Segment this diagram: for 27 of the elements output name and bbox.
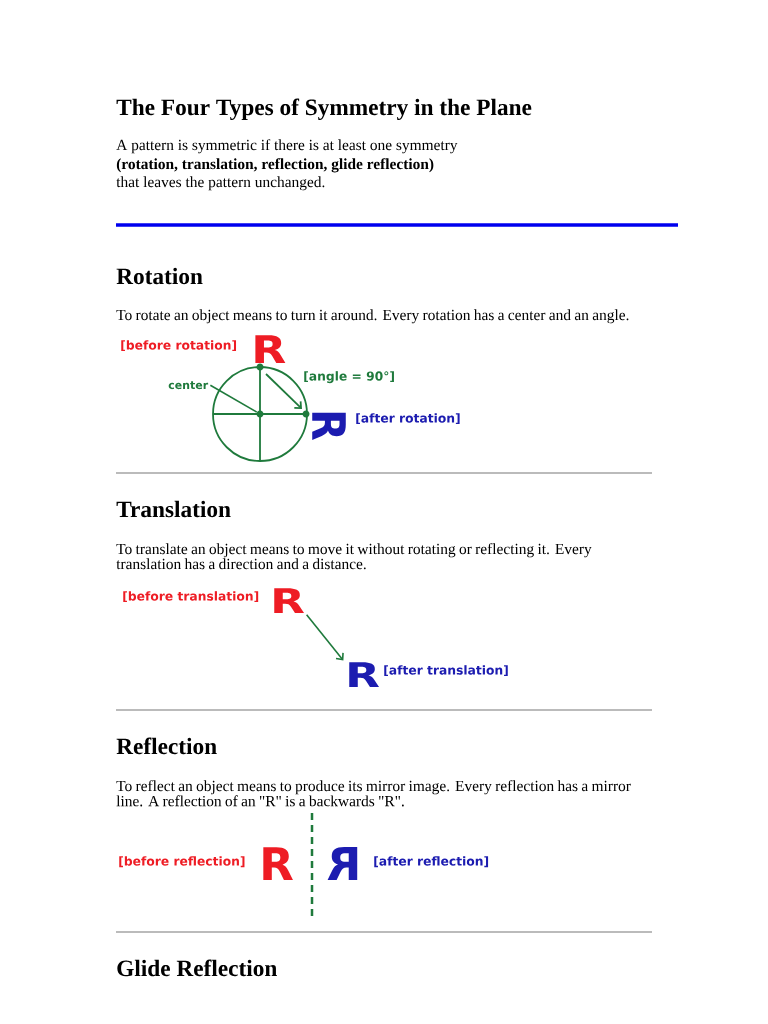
paragraph: To reflect an object means to produce its mirror image. Every reflection has a mirror line. A reflection of an "R" is a backwards "R".: [116, 780, 631, 807]
intro-text: A pattern is symmetric if there is at least one symmetry: [116, 139, 458, 154]
letter-glyph: R: [263, 847, 293, 880]
annotation-label: [angle = 90°]: [304, 371, 394, 384]
annotation-label: [after rotation]: [356, 413, 460, 425]
section-heading: Rotation: [116, 267, 203, 285]
letter-glyph: R: [327, 847, 358, 880]
annotation-label: [after reflection]: [374, 856, 489, 868]
letter-glyph: R: [255, 335, 286, 363]
leader-line: [209, 384, 258, 413]
letter-glyph: R: [274, 588, 304, 613]
annotation-label: [after translation]: [384, 665, 508, 677]
title: The Four Types of Symmetry in the Plane: [116, 98, 532, 121]
letter-glyph: R: [349, 662, 379, 687]
annotation-label: [before reflection]: [119, 856, 245, 868]
letter-glyph: R: [312, 412, 346, 441]
intro-text: (rotation, translation, reflection, glide reflection): [116, 158, 434, 173]
section-heading: Reflection: [116, 737, 217, 755]
annotation-label: [before rotation]: [121, 340, 236, 352]
annotation-label: [before translation]: [123, 591, 259, 603]
arrow: [305, 613, 344, 661]
paragraph: To rotate an object means to turn it around. Every rotation has a center and an angle.: [116, 309, 629, 324]
annotation-label: center: [168, 381, 209, 390]
section-heading: Translation: [116, 500, 231, 518]
intro-text: that leaves the pattern unchanged.: [116, 176, 325, 191]
paragraph: To translate an object means to move it without rotating or reflecting it. Every translation has a direction and a distance.: [116, 543, 592, 570]
section-heading: Glide Reflection: [117, 959, 277, 977]
